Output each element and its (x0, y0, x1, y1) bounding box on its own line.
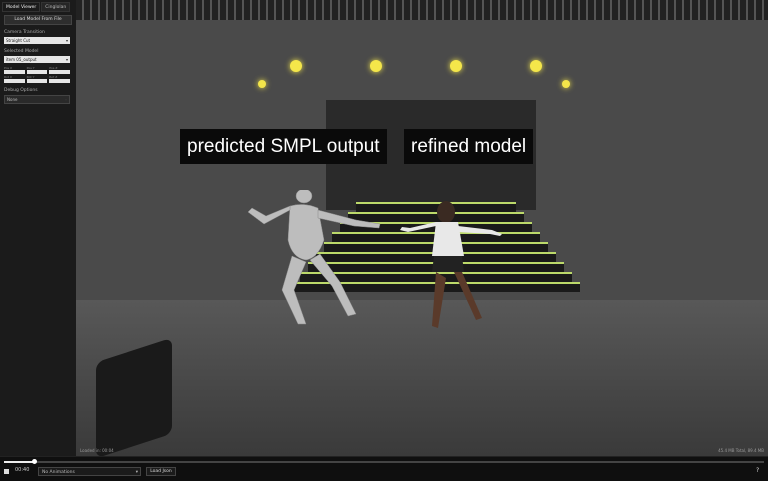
caption-predicted: predicted SMPL output (180, 129, 387, 164)
smpl-body-model (247, 190, 381, 325)
chevron-down-icon: ▾ (64, 97, 67, 102)
stair-step (348, 212, 524, 222)
selected-model-label: Selected Model (4, 49, 39, 54)
camera-transition-select[interactable]: Straight Cut ▾ (4, 37, 70, 44)
playback-time: 00:40 (15, 467, 30, 473)
pos-x-input[interactable] (4, 70, 25, 74)
spotlight (258, 80, 266, 88)
debug-options-select[interactable]: None ▾ (4, 95, 70, 104)
timeline-fill (4, 461, 35, 463)
field-rot-y: Rot Y (26, 75, 48, 83)
3d-viewport[interactable]: predicted SMPL output refined model Load… (76, 0, 768, 456)
stair-step (356, 202, 516, 212)
selected-model-select[interactable]: item 05_output ▾ (4, 56, 70, 63)
field-label: Rot Y (26, 75, 35, 79)
debug-options-value: None (7, 97, 18, 102)
spotlight (370, 60, 382, 72)
field-label: Pos Z (49, 66, 58, 70)
selected-model-value: item 05_output (6, 57, 37, 62)
camera-transition-label: Camera Transition (4, 30, 45, 35)
debug-options-label: Debug Options (4, 88, 38, 93)
camera-transition-value: Straight Cut (6, 38, 31, 43)
field-label: Rot X (4, 75, 12, 79)
spotlight (530, 60, 542, 72)
caption-refined: refined model (404, 129, 534, 164)
chevron-down-icon: ▾ (65, 38, 68, 43)
load-time-text: Loaded in: 00:04 (80, 448, 114, 453)
field-rot-z: Rot Z (49, 75, 70, 83)
rot-z-input[interactable] (49, 79, 70, 83)
timeline-handle[interactable] (32, 459, 38, 464)
rot-x-input[interactable] (4, 79, 25, 83)
transform-fields: Pos X Pos Y Pos Z Rot X Rot Y Rot Z (4, 66, 70, 83)
animation-select-value: No Animations (42, 470, 75, 475)
chevron-down-icon: ▾ (135, 470, 138, 475)
field-label: Pos Y (26, 66, 35, 70)
spotlight (562, 80, 570, 88)
field-pos-z: Pos Z (49, 66, 70, 74)
stop-icon[interactable] (4, 469, 9, 474)
stage-truss (76, 0, 768, 20)
field-pos-x: Pos X (4, 66, 25, 74)
sidebar-panel: Model Viewer Cinglolan Load Model From F… (0, 0, 77, 456)
spotlight (290, 60, 302, 72)
tab-secondary[interactable]: Cinglolan (41, 2, 71, 12)
pos-y-input[interactable] (26, 70, 48, 74)
field-label: Rot Z (49, 75, 58, 79)
field-pos-y: Pos Y (26, 66, 48, 74)
stage-floor (76, 300, 768, 456)
memory-stats-text: 45.4 MB Total, 89.4 MB (718, 448, 764, 453)
refined-avatar-model (400, 201, 502, 328)
field-rot-x: Rot X (4, 75, 25, 83)
sidebar-tabs: Model Viewer Cinglolan (2, 2, 74, 12)
spotlight (450, 60, 462, 72)
tab-model-viewer[interactable]: Model Viewer (2, 2, 41, 12)
timeline-slider[interactable] (4, 459, 764, 464)
rot-y-input[interactable] (26, 79, 48, 83)
animation-select[interactable]: No Animations ▾ (38, 467, 141, 476)
help-icon[interactable]: ? (756, 467, 760, 474)
field-label: Pos X (4, 66, 13, 70)
load-json-button[interactable]: Load Json (146, 467, 176, 476)
load-model-button[interactable]: Load Model From File (4, 15, 72, 25)
chevron-down-icon: ▾ (65, 57, 68, 62)
pos-z-input[interactable] (49, 70, 70, 74)
